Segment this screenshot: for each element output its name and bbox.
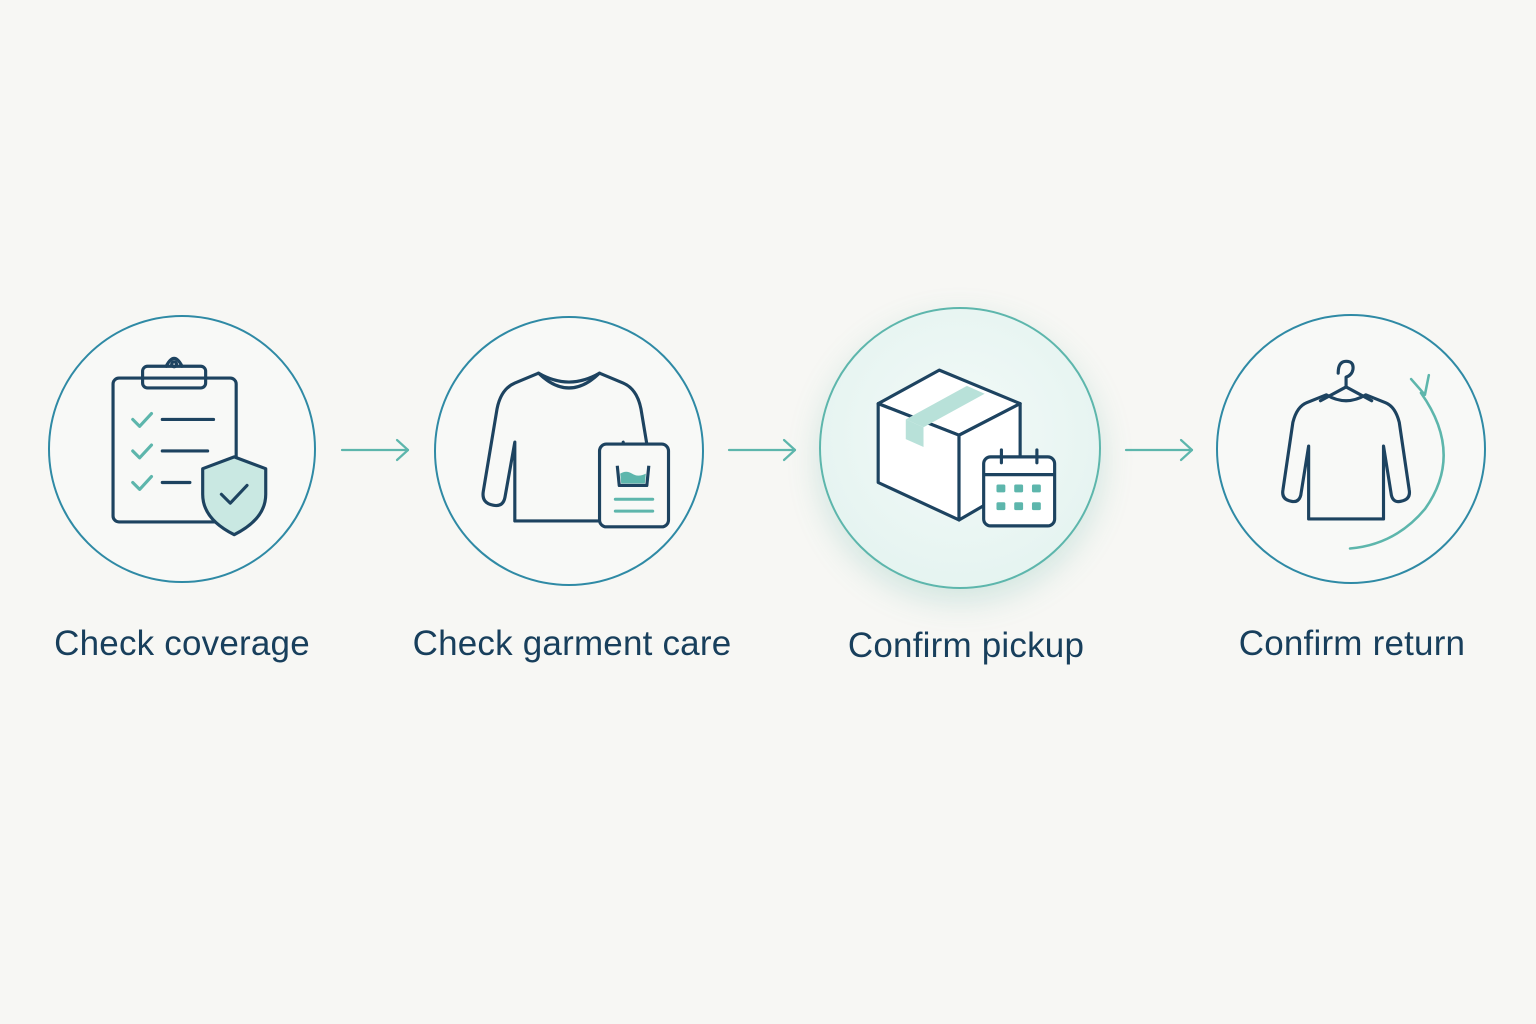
step-4-circle [1216,314,1486,584]
clipboard-shield-icon [111,356,268,537]
shirt-care-label-icon [481,371,671,529]
step-4-label: Confirm return [1238,624,1466,663]
step-1-label: Check coverage [54,624,310,663]
package-calendar-icon [876,368,1057,528]
shirt-hanger-return-icon [1281,359,1445,550]
step-3-label: Confirm pickup [847,626,1085,665]
arrow-right-icon [340,438,410,462]
arrow-right-icon [1124,438,1194,462]
step-1-circle [48,315,316,583]
step-3-circle [819,307,1101,589]
arrow-right-icon [727,438,797,462]
step-2-label: Check garment care [412,624,732,663]
step-2-circle [434,316,704,586]
